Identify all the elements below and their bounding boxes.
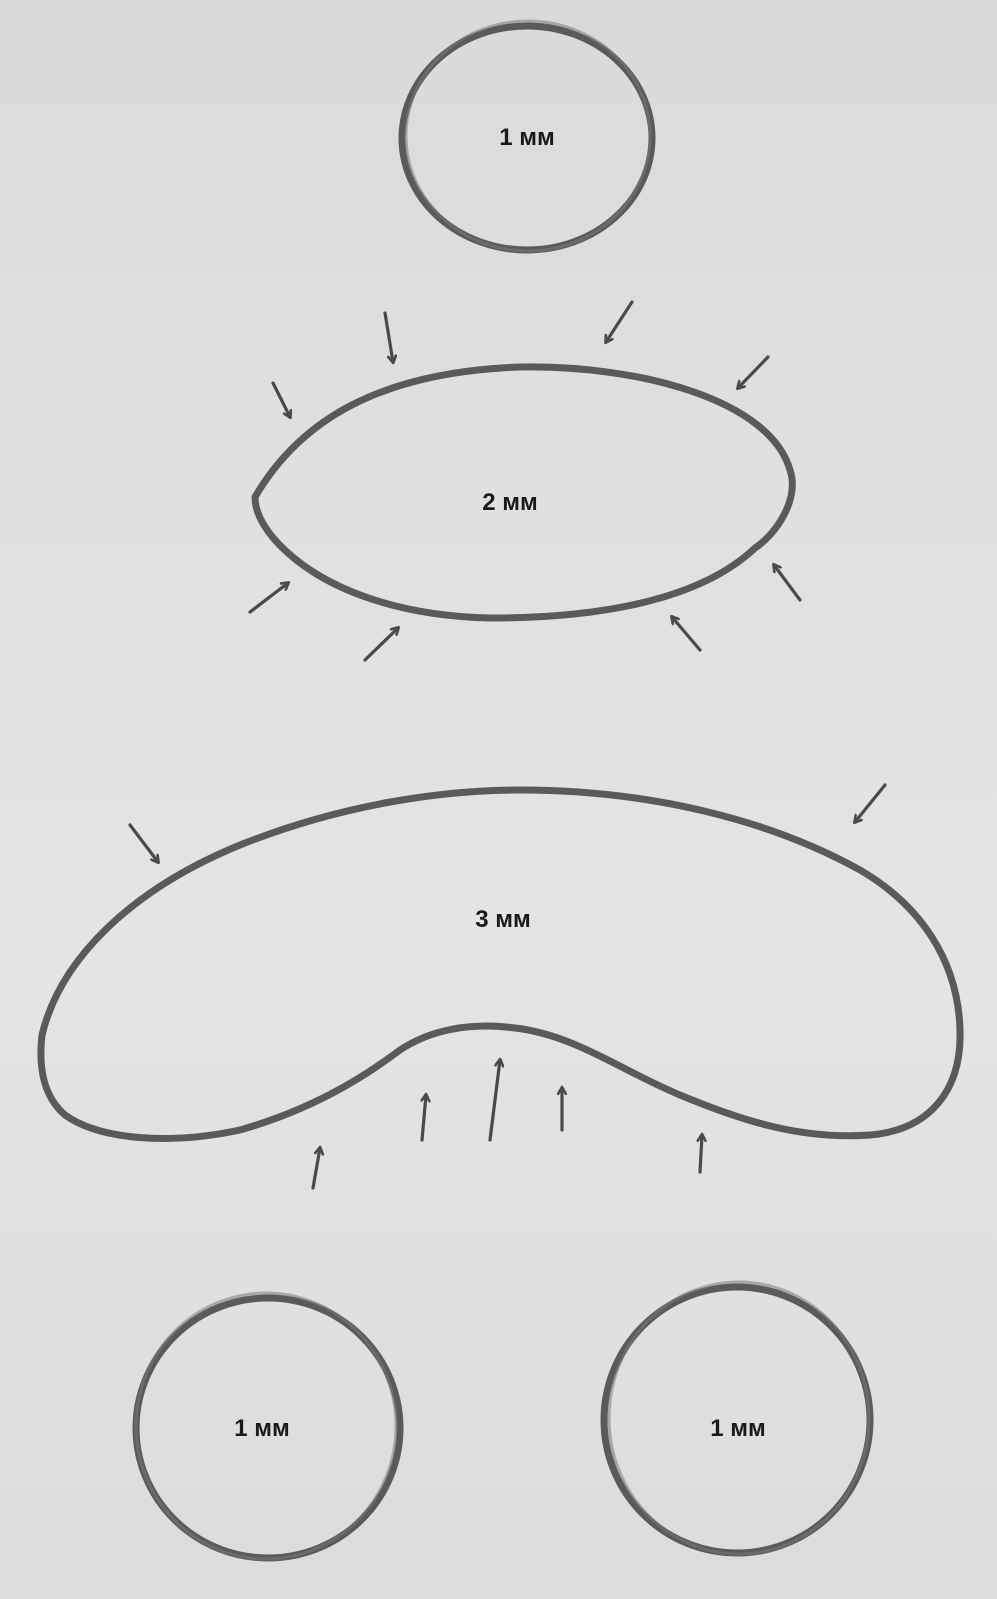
kidney-label: 3 мм xyxy=(475,906,531,933)
arrow-up-icon xyxy=(490,1060,500,1140)
arrow-down-icon xyxy=(273,383,290,417)
arrow-up-icon xyxy=(422,1095,426,1140)
ellipse-label: 2 мм xyxy=(482,489,538,516)
arrow-up-icon xyxy=(313,1148,320,1188)
ellipse-arrows xyxy=(250,302,800,660)
arrow-down-icon xyxy=(606,302,632,342)
arrow-down-icon xyxy=(130,825,158,862)
bottom-right-circle-label: 1 мм xyxy=(710,1415,766,1442)
arrow-up-icon xyxy=(250,583,288,612)
bottom-left-circle-label: 1 мм xyxy=(234,1415,290,1442)
arrow-up-icon xyxy=(700,1135,702,1172)
arrow-up-icon xyxy=(672,617,700,650)
arrow-down-icon xyxy=(738,357,768,388)
arrow-up-icon xyxy=(774,565,800,600)
arrow-up-icon xyxy=(365,628,398,660)
kidney-shape xyxy=(41,790,960,1138)
arrow-down-icon xyxy=(385,313,393,362)
top-circle-label: 1 мм xyxy=(499,124,555,151)
arrow-down-icon xyxy=(855,785,885,822)
